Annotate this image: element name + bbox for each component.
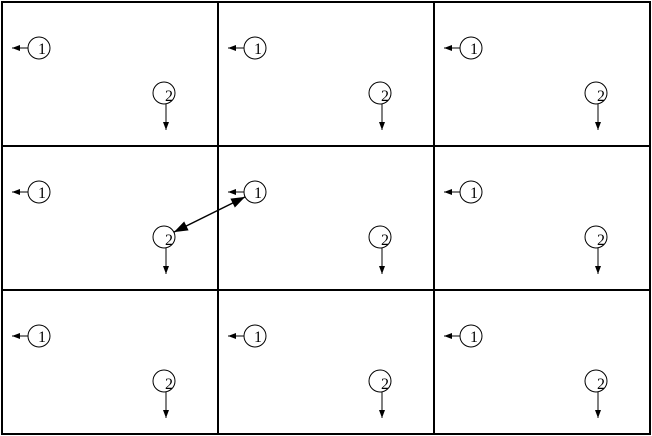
cell-border	[433, 1, 651, 147]
grid-cell-r3-c3: 12	[433, 289, 651, 435]
node-1-circle	[27, 180, 51, 204]
links-layer	[173, 196, 246, 233]
node-2-label: 2	[597, 232, 605, 249]
cell-border	[433, 145, 651, 291]
node-2-label: 2	[165, 232, 173, 249]
grid-cell-r2-c2: 12	[217, 145, 435, 291]
node-1-label: 1	[254, 185, 262, 202]
cell-border	[433, 289, 651, 435]
node-1-label: 1	[470, 41, 478, 58]
grid-cell-r1-c3: 12	[433, 1, 651, 147]
node-1-label: 1	[38, 329, 46, 346]
cell-border	[217, 145, 435, 291]
node-2-circle	[584, 225, 608, 249]
node-1-label: 1	[38, 41, 46, 58]
node-2-label: 2	[597, 376, 605, 393]
cell-border	[1, 289, 219, 435]
grid-cell-r1-c1: 12	[1, 1, 219, 147]
node-2-circle	[152, 369, 176, 393]
cell-border	[1, 1, 219, 147]
node-1-label: 1	[254, 329, 262, 346]
cell-border	[1, 145, 219, 291]
node-2-circle	[152, 81, 176, 105]
node-1-label: 1	[38, 185, 46, 202]
node-1-label: 1	[470, 329, 478, 346]
node-1-circle	[243, 180, 267, 204]
node-2-label: 2	[381, 232, 389, 249]
link-arrow-node2-to-node1	[173, 196, 246, 233]
node-2-circle	[152, 225, 176, 249]
grid-cell-r1-c2: 12	[217, 1, 435, 147]
node-2-circle	[368, 225, 392, 249]
node-2-label: 2	[381, 376, 389, 393]
node-2-label: 2	[381, 88, 389, 105]
node-1-label: 1	[254, 41, 262, 58]
node-2-circle	[584, 81, 608, 105]
node-1-circle	[243, 324, 267, 348]
node-2-label: 2	[165, 376, 173, 393]
cell-border	[217, 1, 435, 147]
grid-cell-r3-c1: 12	[1, 289, 219, 435]
node-1-label: 1	[470, 185, 478, 202]
node-1-circle	[27, 36, 51, 60]
node-1-circle	[27, 324, 51, 348]
node-1-circle	[459, 324, 483, 348]
node-1-circle	[459, 180, 483, 204]
grid-cell-r2-c1: 12	[1, 145, 219, 291]
grid-cell-r2-c3: 12	[433, 145, 651, 291]
cell-border	[217, 289, 435, 435]
node-1-circle	[243, 36, 267, 60]
node-2-label: 2	[165, 88, 173, 105]
node-2-circle	[368, 369, 392, 393]
grid-cell-r3-c2: 12	[217, 289, 435, 435]
node-1-circle	[459, 36, 483, 60]
node-2-circle	[584, 369, 608, 393]
node-2-label: 2	[597, 88, 605, 105]
node-2-circle	[368, 81, 392, 105]
